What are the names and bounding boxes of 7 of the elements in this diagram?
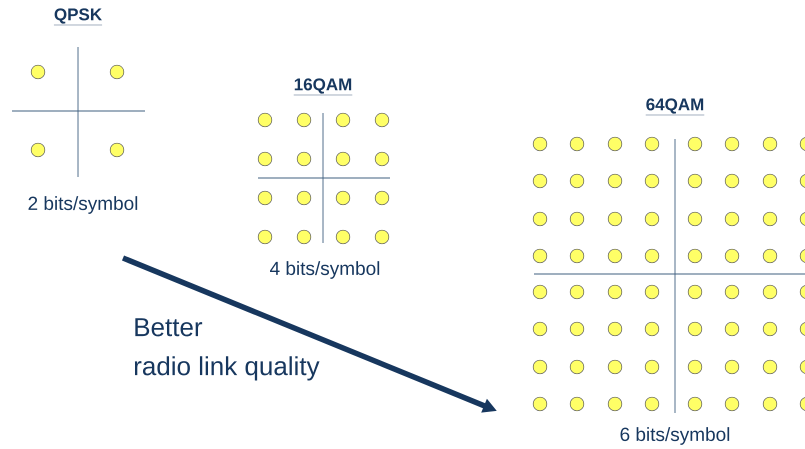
constellation-title: QPSK <box>54 8 102 26</box>
bits-per-symbol-label: 2 bits/symbol <box>28 196 138 214</box>
bits-per-symbol-label: 4 bits/symbol <box>270 261 380 279</box>
constellation-title: 64QAM <box>646 98 704 116</box>
constellation-title: 16QAM <box>294 78 352 96</box>
bits-per-symbol-label: 6 bits/symbol <box>620 427 730 445</box>
trend-label: Better radio link quality <box>134 318 320 380</box>
